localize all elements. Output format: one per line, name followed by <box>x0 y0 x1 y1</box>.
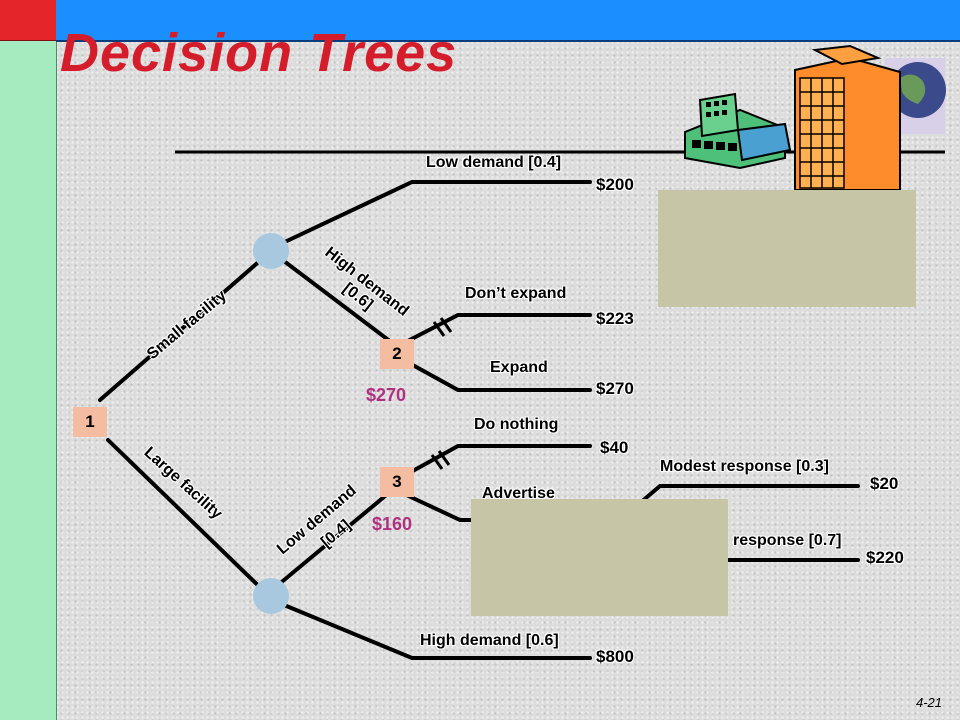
expected-value-node-3: $160 <box>372 514 413 534</box>
payoff-expand: $270 <box>596 379 634 398</box>
overlay-box-bottom <box>471 499 728 616</box>
label-advertise: Advertise <box>482 485 555 502</box>
prune-mark-do-nothing <box>430 450 451 470</box>
page-number: 4-21 <box>915 695 942 710</box>
chance-node-small <box>253 233 289 269</box>
payoff-modest: $20 <box>870 474 899 493</box>
expected-value-node-2: $270 <box>366 385 407 405</box>
label-expand: Expand <box>490 359 548 376</box>
payoff-dont-expand: $223 <box>596 309 634 328</box>
label-sizable-response: response [0.7] <box>733 532 842 549</box>
branch-do-nothing <box>398 444 592 480</box>
branch-large-facility <box>106 438 270 597</box>
header-blue-bar <box>56 0 960 42</box>
branch-large-low-demand <box>270 485 398 592</box>
branch-small-low-demand <box>270 180 592 250</box>
slide-title: Decision Trees <box>60 23 458 83</box>
branch-small-facility <box>98 250 272 402</box>
branch-dont-expand <box>398 313 592 347</box>
left-sidebar-bar <box>0 0 57 720</box>
prune-mark-dont-expand <box>432 317 453 337</box>
payoff-do-nothing: $40 <box>600 438 629 457</box>
payoff-sizable: $220 <box>866 548 904 567</box>
decision-node-3: 3 <box>380 467 414 497</box>
decision-node-2: 2 <box>380 339 414 369</box>
header-red-block <box>0 0 56 41</box>
branch-expand <box>398 356 592 392</box>
branch-small-high-demand <box>270 250 397 347</box>
label-dont-expand: Don’t expand <box>465 285 567 302</box>
label-do-nothing: Do nothing <box>474 416 559 433</box>
label-large-high-demand: High demand [0.6] <box>420 632 559 649</box>
overlay-box-top <box>658 190 916 307</box>
branch-large-high-demand <box>270 598 592 660</box>
payoff-small-low: $200 <box>596 175 634 194</box>
payoff-large-high: $800 <box>596 647 634 666</box>
label-modest-response: Modest response [0.3] <box>660 458 829 475</box>
decision-node-1: 1 <box>73 407 107 437</box>
label-small-low-demand: Low demand [0.4] <box>426 154 562 171</box>
chance-node-large <box>253 578 289 614</box>
office-buildings-icon <box>684 44 901 191</box>
